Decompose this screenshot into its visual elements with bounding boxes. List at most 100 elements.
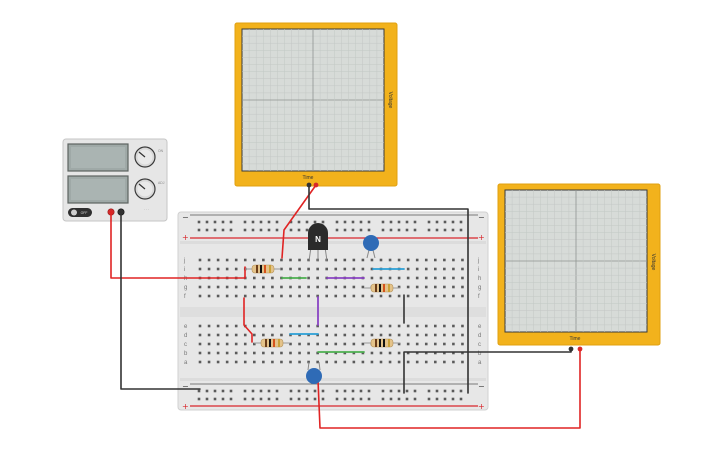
breadboard-hole[interactable] bbox=[334, 258, 338, 262]
breadboard-hole[interactable] bbox=[424, 333, 428, 337]
breadboard-hole[interactable] bbox=[298, 294, 301, 298]
breadboard-hole[interactable] bbox=[379, 324, 383, 328]
breadboard-hole[interactable] bbox=[459, 228, 463, 232]
breadboard-hole[interactable] bbox=[275, 389, 279, 393]
breadboard-hole[interactable] bbox=[289, 342, 292, 346]
breadboard-hole[interactable] bbox=[397, 333, 401, 337]
breadboard-hole[interactable] bbox=[280, 267, 283, 271]
breadboard-hole[interactable] bbox=[451, 397, 455, 401]
breadboard-hole[interactable] bbox=[351, 389, 355, 393]
breadboard-hole[interactable] bbox=[216, 351, 220, 355]
breadboard-hole[interactable] bbox=[289, 267, 292, 271]
breadboard-hole[interactable] bbox=[451, 220, 455, 224]
breadboard-hole[interactable] bbox=[271, 360, 274, 364]
breadboard-hole[interactable] bbox=[307, 333, 310, 337]
breadboard-hole[interactable] bbox=[280, 258, 283, 262]
breadboard-hole[interactable] bbox=[461, 258, 464, 262]
breadboard-hole[interactable] bbox=[388, 333, 392, 337]
breadboard-hole[interactable] bbox=[213, 397, 217, 401]
breadboard-hole[interactable] bbox=[405, 220, 409, 224]
breadboard-hole[interactable] bbox=[451, 228, 455, 232]
breadboard-hole[interactable] bbox=[434, 285, 437, 289]
breadboard-hole[interactable] bbox=[406, 333, 410, 337]
breadboard-hole[interactable] bbox=[253, 276, 256, 280]
breadboard-hole[interactable] bbox=[443, 324, 446, 328]
breadboard-hole[interactable] bbox=[413, 228, 417, 232]
breadboard-hole[interactable] bbox=[280, 333, 283, 337]
breadboard-hole[interactable] bbox=[343, 360, 347, 364]
breadboard-hole[interactable] bbox=[225, 267, 229, 271]
breadboard-hole[interactable] bbox=[305, 228, 309, 232]
breadboard-hole[interactable] bbox=[197, 220, 201, 224]
breadboard-hole[interactable] bbox=[343, 228, 347, 232]
breadboard-hole[interactable] bbox=[289, 351, 292, 355]
breadboard-hole[interactable] bbox=[334, 360, 338, 364]
breadboard-hole[interactable] bbox=[361, 360, 365, 364]
breadboard-hole[interactable] bbox=[216, 360, 220, 364]
breadboard-hole[interactable] bbox=[216, 285, 220, 289]
breadboard-hole[interactable] bbox=[413, 389, 417, 393]
wire-red-osc-top-probe[interactable] bbox=[281, 184, 317, 259]
breadboard-hole[interactable] bbox=[198, 351, 202, 355]
breadboard-hole[interactable] bbox=[413, 397, 417, 401]
breadboard-hole[interactable] bbox=[243, 389, 247, 393]
breadboard-hole[interactable] bbox=[415, 276, 419, 280]
breadboard-hole[interactable] bbox=[370, 267, 374, 271]
breadboard-hole[interactable] bbox=[321, 389, 325, 393]
breadboard-hole[interactable] bbox=[325, 333, 328, 337]
breadboard-hole[interactable] bbox=[234, 333, 238, 337]
breadboard-hole[interactable] bbox=[381, 389, 385, 393]
breadboard-hole[interactable] bbox=[459, 397, 463, 401]
breadboard-hole[interactable] bbox=[298, 360, 301, 364]
breadboard-hole[interactable] bbox=[289, 228, 293, 232]
breadboard-hole[interactable] bbox=[424, 285, 428, 289]
breadboard-hole[interactable] bbox=[216, 342, 220, 346]
breadboard-hole[interactable] bbox=[435, 397, 439, 401]
breadboard-hole[interactable] bbox=[262, 351, 265, 355]
breadboard-hole[interactable] bbox=[207, 294, 211, 298]
breadboard-hole[interactable] bbox=[297, 397, 301, 401]
breadboard-hole[interactable] bbox=[405, 389, 409, 393]
breadboard-hole[interactable] bbox=[461, 324, 464, 328]
breadboard-hole[interactable] bbox=[307, 267, 310, 271]
breadboard-hole[interactable] bbox=[367, 397, 371, 401]
breadboard-hole[interactable] bbox=[289, 397, 293, 401]
breadboard-hole[interactable] bbox=[262, 285, 265, 289]
breadboard-hole[interactable] bbox=[289, 285, 292, 289]
breadboard-hole[interactable] bbox=[316, 294, 319, 298]
breadboard-hole[interactable] bbox=[424, 267, 428, 271]
breadboard-hole[interactable] bbox=[221, 228, 225, 232]
breadboard-hole[interactable] bbox=[334, 294, 338, 298]
breadboard-hole[interactable] bbox=[325, 342, 328, 346]
breadboard-hole[interactable] bbox=[321, 397, 325, 401]
breadboard-hole[interactable] bbox=[198, 342, 202, 346]
breadboard-hole[interactable] bbox=[271, 294, 274, 298]
breadboard-hole[interactable] bbox=[452, 324, 455, 328]
wires[interactable] bbox=[110, 184, 581, 429]
breadboard-hole[interactable] bbox=[443, 276, 446, 280]
breadboard-hole[interactable] bbox=[262, 360, 265, 364]
breadboard-hole[interactable] bbox=[367, 220, 371, 224]
breadboard-hole[interactable] bbox=[361, 324, 365, 328]
breadboard-hole[interactable] bbox=[370, 258, 374, 262]
breadboard-hole[interactable] bbox=[415, 342, 419, 346]
breadboard-hole[interactable] bbox=[259, 397, 263, 401]
breadboard-hole[interactable] bbox=[427, 397, 431, 401]
breadboard-hole[interactable] bbox=[352, 294, 356, 298]
breadboard-hole[interactable] bbox=[289, 294, 292, 298]
capacitor-c1[interactable] bbox=[363, 235, 379, 259]
breadboard-hole[interactable] bbox=[297, 389, 301, 393]
breadboard-hole[interactable] bbox=[313, 397, 317, 401]
breadboard-hole[interactable] bbox=[243, 397, 247, 401]
breadboard-hole[interactable] bbox=[461, 294, 464, 298]
breadboard-hole[interactable] bbox=[452, 333, 455, 337]
breadboard-hole[interactable] bbox=[361, 258, 365, 262]
breadboard-hole[interactable] bbox=[305, 389, 309, 393]
breadboard-hole[interactable] bbox=[406, 360, 410, 364]
breadboard-hole[interactable] bbox=[305, 397, 309, 401]
breadboard-hole[interactable] bbox=[262, 333, 265, 337]
breadboard-hole[interactable] bbox=[424, 258, 428, 262]
breadboard-hole[interactable] bbox=[415, 267, 419, 271]
breadboard-hole[interactable] bbox=[443, 342, 446, 346]
breadboard-hole[interactable] bbox=[461, 276, 464, 280]
